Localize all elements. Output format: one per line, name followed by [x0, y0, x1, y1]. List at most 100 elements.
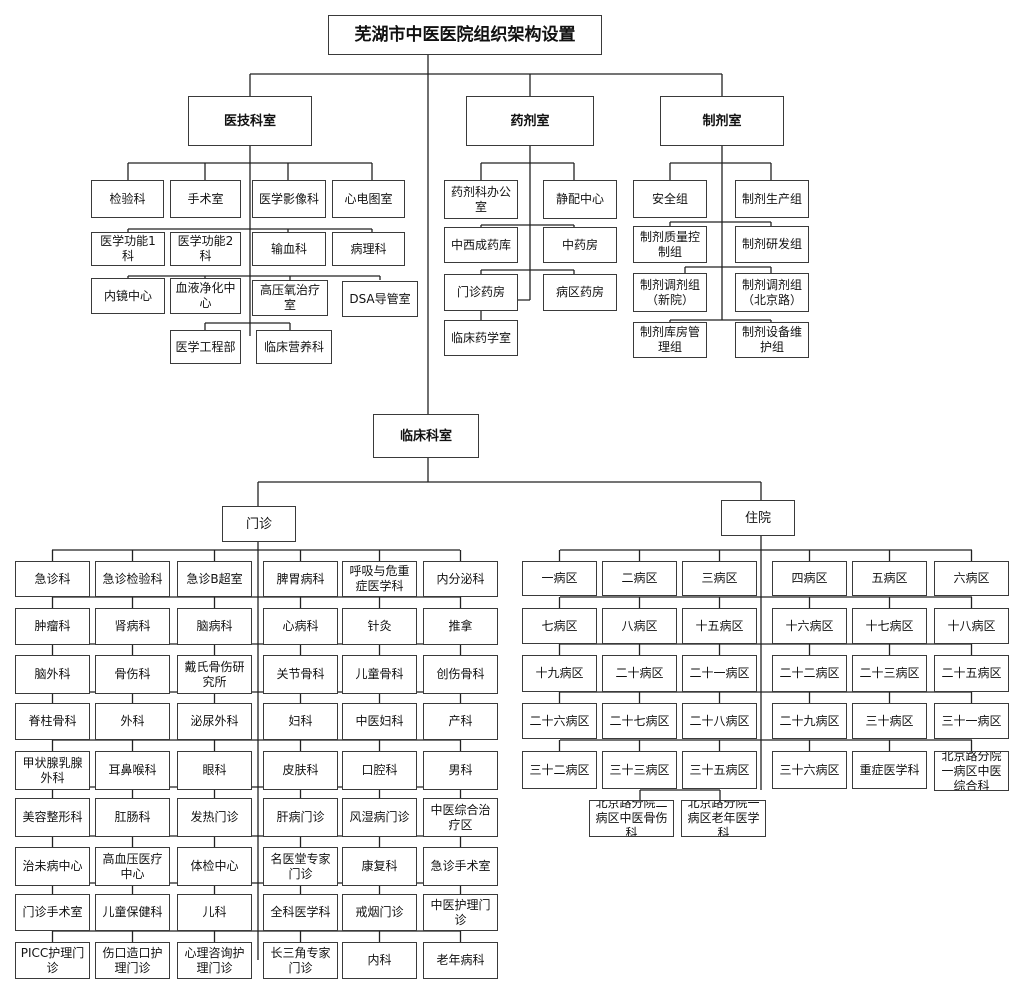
outpatient-item: 心病科: [263, 608, 338, 645]
inpatient-item: 二十二病区: [772, 655, 847, 692]
outpatient-item: 甲状腺乳腺外科: [15, 751, 90, 790]
outpatient-item: 外科: [95, 703, 170, 740]
outpatient-item: 全科医学科: [263, 894, 338, 931]
inpatient-item: 二十六病区: [522, 703, 597, 739]
inpatient-item: 一病区: [522, 561, 597, 596]
outpatient-item: 康复科: [342, 847, 417, 886]
tech-dept-item: 检验科: [91, 180, 164, 218]
outpatient-item: 儿童骨科: [342, 655, 417, 694]
outpatient-item: 关节骨科: [263, 655, 338, 694]
inpatient-item: 三病区: [682, 561, 757, 596]
outpatient-item: 男科: [423, 751, 498, 790]
outpatient-item: 内分泌科: [423, 561, 498, 597]
inpatient-item: 北京路分院二病区中医骨伤科: [589, 800, 674, 837]
outpatient-box: 门诊: [222, 506, 296, 542]
inpatient-item: 二十一病区: [682, 655, 757, 692]
inpatient-item: 二十九病区: [772, 703, 847, 739]
prep-item: 安全组: [633, 180, 707, 218]
outpatient-item: 戴氏骨伤研究所: [177, 655, 252, 694]
pharmacy-item: 中药房: [543, 227, 617, 263]
inpatient-item: 二病区: [602, 561, 677, 596]
inpatient-item: 二十病区: [602, 655, 677, 692]
prep-item: 制剂调剂组（新院）: [633, 273, 707, 312]
inpatient-item: 五病区: [852, 561, 927, 596]
prep-item: 制剂库房管理组: [633, 322, 707, 358]
inpatient-item: 十六病区: [772, 608, 847, 644]
tech-dept-item: 内镜中心: [91, 278, 165, 314]
inpatient-box: 住院: [721, 500, 795, 536]
outpatient-item: 脊柱骨科: [15, 703, 90, 740]
outpatient-item: 中医综合治疗区: [423, 798, 498, 837]
tech-dept-item: 医学功能2科: [170, 232, 241, 266]
outpatient-item: 伤口造口护理门诊: [95, 942, 170, 979]
inpatient-item: 三十病区: [852, 703, 927, 739]
prep-box: 制剂室: [660, 96, 784, 146]
pharmacy-item: 药剂科办公室: [444, 180, 518, 219]
outpatient-item: 中医护理门诊: [423, 894, 498, 931]
outpatient-item: 心理咨询护理门诊: [177, 942, 252, 979]
outpatient-item: 风湿病门诊: [342, 798, 417, 837]
prep-item: 制剂调剂组（北京路）: [735, 273, 809, 312]
inpatient-item: 三十五病区: [682, 751, 757, 789]
inpatient-item: 三十三病区: [602, 751, 677, 789]
outpatient-item: 针灸: [342, 608, 417, 645]
tech-dept-item: 临床营养科: [256, 330, 332, 364]
outpatient-item: 中医妇科: [342, 703, 417, 740]
outpatient-item: 骨伤科: [95, 655, 170, 694]
tech-dept-item: 输血科: [252, 232, 326, 266]
prep-item: 制剂生产组: [735, 180, 809, 218]
chart-title: 芜湖市中医医院组织架构设置: [328, 15, 602, 55]
outpatient-item: 肾病科: [95, 608, 170, 645]
outpatient-item: 长三角专家门诊: [263, 942, 338, 979]
tech-dept-item: 血液净化中心: [170, 278, 241, 314]
inpatient-item: 二十三病区: [852, 655, 927, 692]
inpatient-item: 七病区: [522, 608, 597, 644]
prep-item: 制剂质量控制组: [633, 226, 707, 263]
pharmacy-item: 静配中心: [543, 180, 617, 219]
inpatient-item: 十九病区: [522, 655, 597, 692]
tech-dept-item: 医学工程部: [170, 330, 241, 364]
inpatient-item: 四病区: [772, 561, 847, 596]
tech-dept-item: 手术室: [170, 180, 241, 218]
outpatient-item: 耳鼻喉科: [95, 751, 170, 790]
outpatient-item: 眼科: [177, 751, 252, 790]
outpatient-item: 创伤骨科: [423, 655, 498, 694]
inpatient-item: 三十一病区: [934, 703, 1009, 739]
outpatient-item: 脑外科: [15, 655, 90, 694]
inpatient-item: 北京路分院一病区中医综合科: [934, 751, 1009, 791]
outpatient-item: 急诊B超室: [177, 561, 252, 597]
outpatient-item: 呼吸与危重症医学科: [342, 561, 417, 597]
inpatient-item: 八病区: [602, 608, 677, 644]
tech-dept-item: 医学影像科: [252, 180, 326, 218]
outpatient-item: 体检中心: [177, 847, 252, 886]
outpatient-item: 名医堂专家门诊: [263, 847, 338, 886]
pharmacy-item: 病区药房: [543, 274, 617, 311]
outpatient-item: 皮肤科: [263, 751, 338, 790]
outpatient-item: 发热门诊: [177, 798, 252, 837]
outpatient-item: 美容整形科: [15, 798, 90, 837]
outpatient-item: 脾胃病科: [263, 561, 338, 597]
tech-dept-item: 高压氧治疗室: [252, 280, 328, 316]
inpatient-item: 北京路分院一病区老年医学科: [681, 800, 766, 837]
outpatient-item: 戒烟门诊: [342, 894, 417, 931]
outpatient-item: 肛肠科: [95, 798, 170, 837]
outpatient-item: 老年病科: [423, 942, 498, 979]
outpatient-item: 治未病中心: [15, 847, 90, 886]
tech-dept-box: 医技科室: [188, 96, 312, 146]
outpatient-item: 儿科: [177, 894, 252, 931]
inpatient-item: 二十五病区: [934, 655, 1009, 692]
pharmacy-item: 中西成药库: [444, 227, 518, 263]
outpatient-item: PICC护理门诊: [15, 942, 90, 979]
outpatient-item: 产科: [423, 703, 498, 740]
inpatient-item: 二十七病区: [602, 703, 677, 739]
outpatient-item: 肿瘤科: [15, 608, 90, 645]
prep-item: 制剂设备维护组: [735, 322, 809, 358]
prep-item: 制剂研发组: [735, 226, 809, 263]
outpatient-item: 肝病门诊: [263, 798, 338, 837]
pharmacy-item: 临床药学室: [444, 320, 518, 356]
outpatient-item: 急诊手术室: [423, 847, 498, 886]
outpatient-item: 妇科: [263, 703, 338, 740]
outpatient-item: 内科: [342, 942, 417, 979]
inpatient-item: 重症医学科: [852, 751, 927, 789]
